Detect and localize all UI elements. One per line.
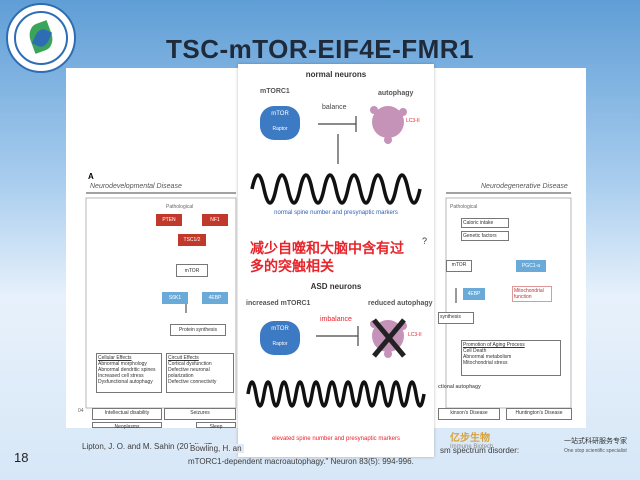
outcome-intellectual-disability: Intellectual disability bbox=[92, 408, 162, 420]
page-number: 18 bbox=[14, 450, 29, 465]
left-pathological-label: Pathological bbox=[166, 204, 194, 210]
watermark-slogan-cn: 一站式科研服务专家 bbox=[564, 438, 627, 445]
outcome-huntingtons: Huntington's Disease bbox=[506, 408, 572, 420]
dysfunctional-autophagy-label: ctional autophagy bbox=[438, 384, 481, 390]
mtor-label-bottom: mTOR bbox=[271, 326, 289, 332]
cellular-effects-box: Cellular Effects Abnormal morphology Abn… bbox=[96, 353, 162, 393]
increased-mtorc1-label: increased mTORC1 bbox=[246, 300, 311, 307]
node-mtor-left: mTOR bbox=[176, 264, 208, 277]
reduced-autophagy-label: reduced autophagy bbox=[368, 300, 433, 307]
mtorc1-label: mTORC1 bbox=[260, 88, 290, 95]
node-4ebp-right: 4EBP bbox=[463, 288, 485, 300]
node-protein-synthesis: Protein synthesis bbox=[170, 324, 226, 336]
input-genetic-factors: Genetic factors bbox=[461, 231, 509, 241]
normal-caption: normal spine number and presynaptic mark… bbox=[274, 210, 398, 216]
question-mark: ? bbox=[422, 236, 428, 246]
watermark-slogan-en: One stop scientific specialist bbox=[564, 448, 627, 454]
citation-2-start: Bowling, H. an bbox=[188, 444, 244, 453]
outcome-seizures: Seizures bbox=[164, 408, 236, 420]
outcome-neoplasms: Neoplasms bbox=[92, 422, 162, 430]
society-logo bbox=[6, 3, 76, 73]
node-nf1: NF1 bbox=[202, 214, 228, 226]
right-pathological-label: Pathological bbox=[450, 204, 478, 210]
outcome-parkinsons: kinson's Disease bbox=[438, 408, 500, 420]
chinese-annotation-line2: 多的突触相关 bbox=[250, 258, 334, 274]
mtor-label-top: mTOR bbox=[271, 111, 289, 117]
footnote-stub: 04 bbox=[78, 408, 84, 414]
panel-label: A bbox=[88, 172, 94, 181]
node-mtor-right: mTOR bbox=[446, 260, 472, 272]
chinese-annotation-line1: 减少自噬和大脑中含有过 bbox=[250, 240, 404, 256]
input-caloric-intake: Caloric intake bbox=[461, 218, 509, 228]
raptor-label-top: Raptor bbox=[272, 126, 288, 132]
right-header: Neurodegenerative Disease bbox=[481, 183, 568, 190]
elevated-caption: elevated spine number and presynaptic ma… bbox=[271, 436, 401, 442]
citation-2-end: sm spectrum disorder: bbox=[440, 446, 520, 455]
left-header: Neurodevelopmental Disease bbox=[90, 183, 182, 190]
circuit-effects-box: Circuit Effects Cortical dysfunction Def… bbox=[166, 353, 234, 393]
node-mitochondrial-function: Mitochondrial function bbox=[512, 286, 552, 302]
node-tsc: TSC1/2 bbox=[178, 234, 206, 246]
imbalance-label: imbalance bbox=[320, 316, 352, 323]
autophagy-label: autophagy bbox=[378, 90, 414, 97]
foreground-figure: normal neurons mTORC1 mTOR Raptor balanc… bbox=[238, 64, 434, 457]
node-pgc1a: PGC1-a bbox=[516, 260, 546, 272]
outcome-sleep: Sleep bbox=[196, 422, 236, 430]
normal-neurons-title: normal neurons bbox=[305, 70, 367, 79]
watermark-logo: 亿步生物 Immune Biotech bbox=[450, 433, 494, 450]
asd-neurons-title: ASD neurons bbox=[310, 282, 362, 291]
citation-1: Lipton, J. O. and M. Sahin (2014). "T bbox=[82, 442, 213, 451]
balance-label: balance bbox=[322, 104, 347, 111]
node-s6k1: S6K1 bbox=[162, 292, 188, 304]
lc3-label-top: LC3-II bbox=[406, 118, 420, 124]
node-pten: PTEN bbox=[156, 214, 182, 226]
raptor-label-bottom: Raptor bbox=[272, 341, 288, 347]
lc3-label-bottom: LC3-II bbox=[408, 332, 422, 338]
slide-title: TSC-mTOR-EIF4E-FMR1 bbox=[165, 34, 475, 64]
node-4ebp-left: 4EBP bbox=[202, 292, 228, 304]
aging-process-box: Promotion of Aging Process Cell Death Ab… bbox=[461, 340, 561, 376]
node-synthesis-right: synthesis bbox=[438, 312, 474, 324]
citation-2-line2: mTORC1-dependent macroautophagy." Neuron… bbox=[188, 457, 414, 466]
